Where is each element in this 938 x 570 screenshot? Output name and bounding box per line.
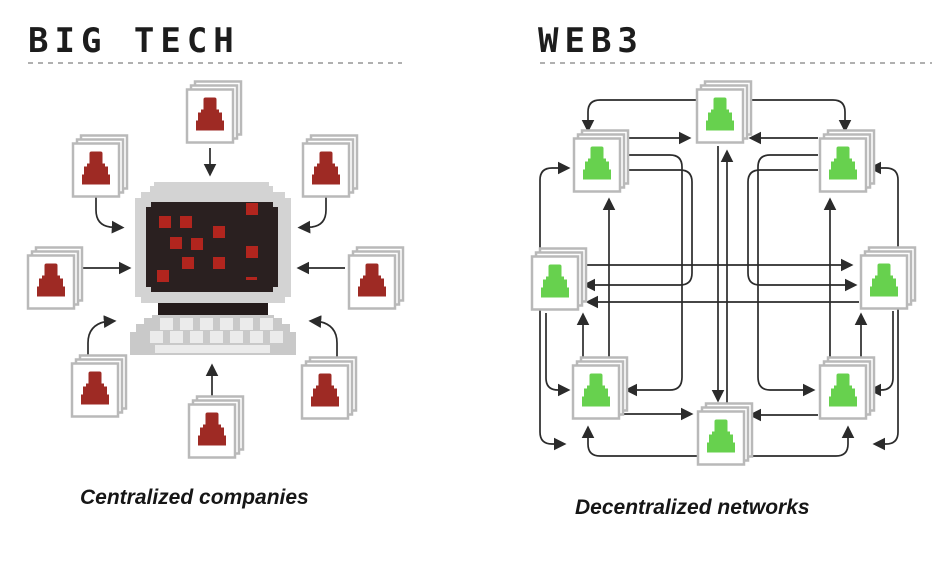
- arrow: [308, 315, 338, 362]
- user-card-icon: [28, 248, 82, 309]
- web3-title: WEB3: [538, 21, 644, 61]
- arrow: [581, 99, 720, 133]
- bigtech-divider: [28, 62, 402, 64]
- bigtech-title: BIG TECH: [28, 21, 240, 61]
- arrow: [868, 311, 894, 397]
- user-card-icon: [303, 136, 357, 197]
- arrow: [720, 425, 855, 457]
- arrow: [539, 161, 571, 283]
- arrow: [95, 197, 125, 234]
- arrow: [581, 425, 720, 457]
- user-card-icon: [187, 82, 241, 143]
- arrow: [720, 99, 852, 133]
- arrow: [539, 283, 567, 451]
- user-card-icon: [349, 248, 403, 309]
- computer-base: [158, 303, 268, 315]
- arrow: [545, 313, 571, 397]
- arrow: [747, 169, 858, 292]
- decentralized-users: [532, 82, 915, 465]
- user-card-icon: [302, 358, 356, 419]
- user-card-icon: [820, 358, 874, 419]
- user-card-icon: [73, 136, 127, 197]
- user-card-icon: [189, 397, 243, 458]
- user-card-icon: [573, 358, 627, 419]
- screen-data-pixels: [157, 203, 258, 282]
- decentralized-arrows: [539, 99, 899, 457]
- user-card-icon: [861, 248, 915, 309]
- centralized-diagram: [28, 82, 403, 458]
- arrow: [872, 283, 899, 451]
- arrow: [87, 315, 117, 362]
- user-card-icon: [574, 131, 628, 192]
- user-card-icon: [697, 82, 751, 143]
- decentralized-caption: Decentralized networks: [575, 496, 810, 519]
- user-card-icon: [820, 131, 874, 192]
- web3-divider: [540, 62, 932, 64]
- arrow: [868, 161, 899, 283]
- arrow: [582, 169, 693, 292]
- user-card-icon: [698, 404, 752, 465]
- arrow: [624, 154, 683, 397]
- decentralized-diagram: [532, 82, 915, 465]
- retro-computer-icon: [130, 182, 296, 355]
- centralized-caption: Centralized companies: [80, 486, 309, 509]
- computer-keyboard: [130, 315, 296, 355]
- arrow: [757, 154, 818, 397]
- user-card-icon: [532, 249, 586, 310]
- arrow: [297, 197, 327, 234]
- user-card-icon: [72, 356, 126, 417]
